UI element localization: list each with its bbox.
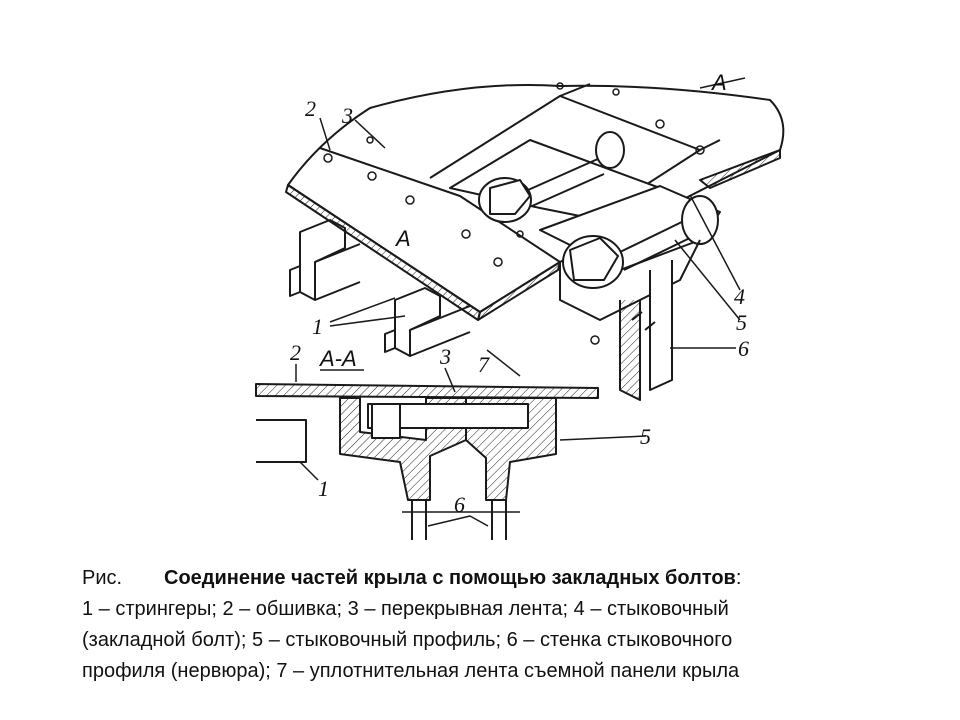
caption-title: Соединение частей крыла с помощью заклад… <box>164 567 736 589</box>
label-7: 7 <box>478 352 490 377</box>
wing-joint-drawing: 2 3 A A 4 5 6 1 7 2 A-A 3 5 1 6 <box>255 70 785 540</box>
label-6-top: 6 <box>738 336 749 361</box>
section-stringer <box>256 419 307 463</box>
label-section-a-mid: A <box>394 226 411 251</box>
label-2-section: 2 <box>290 340 301 365</box>
section-view <box>255 383 599 540</box>
caption-title-colon: : <box>735 567 742 589</box>
label-2-top: 2 <box>305 96 316 121</box>
label-5-top: 5 <box>736 310 747 335</box>
joint-profile <box>559 239 701 401</box>
section-nut <box>371 403 401 439</box>
isometric-view <box>285 82 785 401</box>
label-4: 4 <box>734 284 745 309</box>
leader-lines <box>295 77 746 481</box>
rivets <box>323 82 705 345</box>
label-section-a-top: A <box>710 70 727 95</box>
caption-line-3: (закладной болт); 5 – стыковочный профил… <box>82 629 733 651</box>
caption-prefix: Рис. <box>82 567 123 589</box>
label-5-section: 5 <box>640 424 651 449</box>
bolt-recess-upper <box>449 131 661 223</box>
label-1-top: 1 <box>312 314 323 339</box>
label-6-section: 6 <box>454 492 465 517</box>
caption-line-1: Рис. Соединение частей крыла с помощью за… <box>82 563 942 594</box>
caption-line-4: профиля (нервюра); 7 – уплотнительная ле… <box>82 660 740 682</box>
caption-line-2: 1 – стрингеры; 2 – обшивка; 3 – перекрыв… <box>82 598 729 620</box>
label-3-section: 3 <box>439 344 451 369</box>
label-section-aa: A-A <box>318 346 357 371</box>
bolt-recess-lower <box>539 185 721 289</box>
stringers <box>289 219 471 357</box>
section-rib-web <box>411 500 507 540</box>
section-skin <box>255 383 599 399</box>
labels: 2 3 A A 4 5 6 1 7 2 A-A 3 5 1 6 <box>290 70 749 517</box>
figure-caption: Рис. Соединение частей крыла с помощью за… <box>82 563 942 687</box>
label-1-section: 1 <box>318 476 329 501</box>
label-3-top: 3 <box>341 103 353 128</box>
